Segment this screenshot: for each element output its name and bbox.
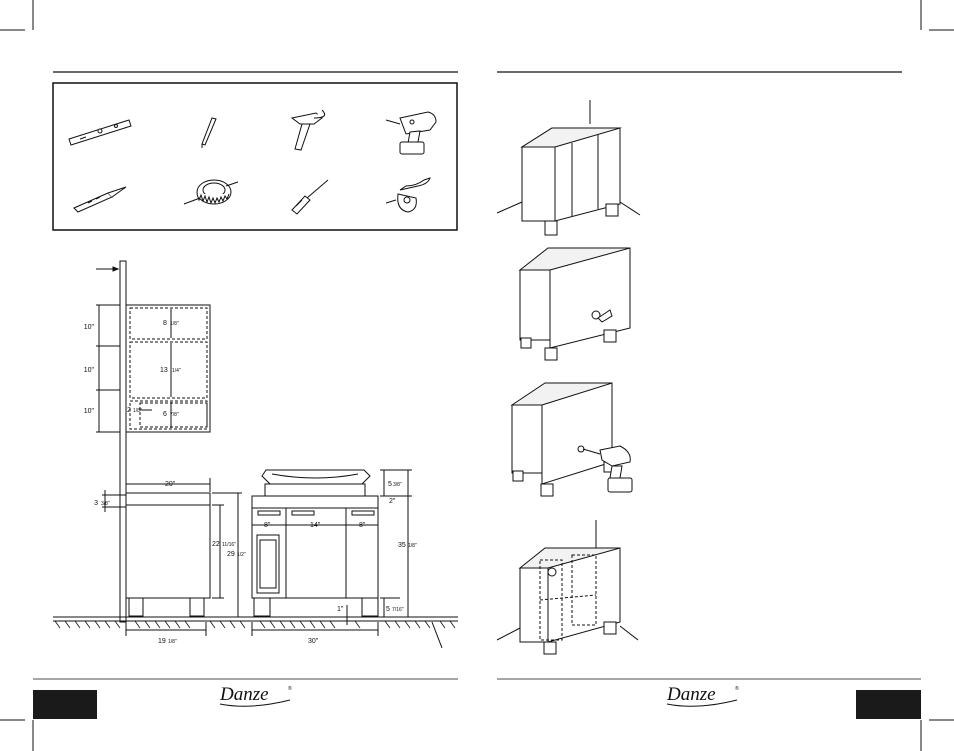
page-tab-right	[856, 690, 921, 719]
step-4-illustration	[497, 520, 638, 654]
dim-top-section-frac: 1/8"	[170, 321, 179, 327]
step-2-illustration	[520, 248, 630, 360]
dim-total-height: 29	[227, 551, 235, 558]
elevation-drawing	[96, 261, 442, 648]
hammer-icon	[292, 110, 325, 150]
page-tab-left	[33, 690, 97, 719]
dim-spacing-1: 10"	[84, 324, 95, 331]
dim-overall-height-frac: 1/8"	[408, 543, 417, 549]
dim-cabinet-height-frac: 11/16"	[222, 542, 236, 548]
dim-center-drawer: 14"	[310, 522, 321, 529]
danze-logo-text-left: Danze	[219, 684, 269, 705]
danze-logo-left: Danze ®	[219, 684, 292, 706]
dim-overall-width: 30"	[308, 638, 319, 645]
dim-overall-height: 35	[398, 542, 406, 549]
dim-cabinet-height: 22	[212, 541, 220, 548]
power-drill-icon	[386, 112, 436, 154]
dim-top-section: 8	[163, 320, 167, 327]
dim-basin-height-frac: 3/8"	[393, 482, 402, 488]
step-1-illustration	[497, 100, 640, 235]
dim-side-offset: 2	[127, 407, 131, 414]
tools-box	[53, 83, 457, 230]
dim-bottom-section: 6	[163, 411, 167, 418]
danze-logo-right: Danze ®	[666, 684, 739, 706]
floor-line	[53, 617, 458, 628]
registered-mark-left: ®	[288, 685, 292, 692]
dim-top-thickness: 3	[94, 500, 98, 507]
danze-logo-text-right: Danze	[666, 684, 716, 705]
dim-spacing-3: 10"	[84, 408, 95, 415]
dim-top-thickness-frac: 3/8"	[101, 501, 110, 507]
dim-leg-offset: 1"	[337, 606, 344, 613]
tape-measure-icon	[386, 178, 430, 212]
dim-depth-bottom-frac: 1/8"	[168, 639, 177, 645]
dim-depth-top: 20"	[165, 481, 176, 488]
dim-basin-height: 5	[388, 481, 392, 488]
dim-total-height-frac: 1/2"	[237, 552, 246, 558]
dim-counter-gap: 2"	[389, 498, 396, 505]
dim-spacing-2: 10"	[84, 367, 95, 374]
pencil-icon	[202, 118, 216, 148]
dim-side-offset-frac: 1/8"	[133, 408, 142, 414]
dim-middle-section-frac: 1/4"	[172, 368, 181, 374]
dim-leg-height-frac: 7/16"	[392, 607, 404, 613]
registered-mark-right: ®	[735, 685, 739, 692]
dim-right-drawer: 8"	[359, 522, 366, 529]
dim-depth-bottom: 19	[158, 638, 166, 645]
level-icon	[69, 120, 131, 145]
dimension-labels: 10" 10" 10" 8 1/8" 13 1/4" 6 7/8" 2 1/8"…	[84, 320, 417, 645]
dim-leg-height: 5	[386, 606, 390, 613]
screwdriver-icon	[292, 180, 328, 214]
dim-bottom-section-frac: 7/8"	[170, 412, 179, 418]
step-3-illustration	[512, 383, 632, 496]
hole-saw-icon	[184, 180, 238, 204]
dim-left-drawer: 8"	[264, 522, 271, 529]
dim-middle-section: 13	[160, 367, 168, 374]
drill-bit-icon	[74, 187, 126, 212]
